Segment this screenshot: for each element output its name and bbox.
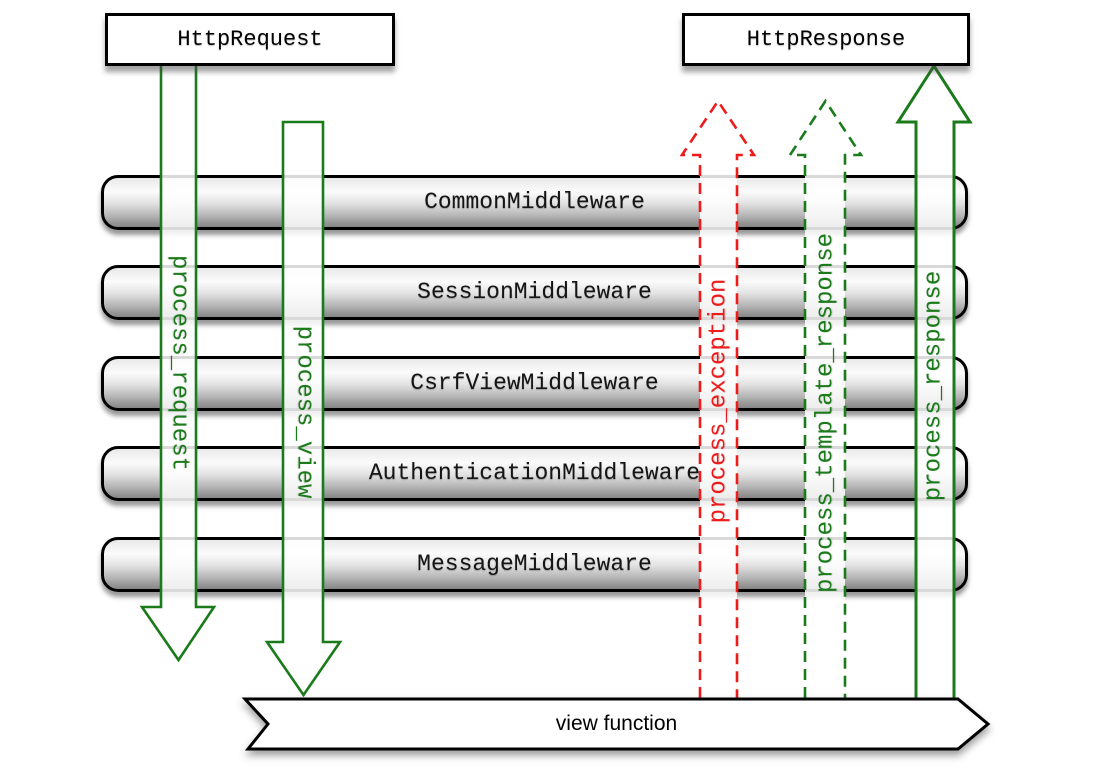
middleware-bar-label: SessionMiddleware — [417, 278, 652, 305]
process-exception-arrow — [679, 98, 757, 698]
view-function-label: view function — [555, 712, 678, 735]
process-request-arrow — [139, 62, 217, 663]
http-response-box: HttpResponse — [682, 13, 970, 66]
process-template-response-arrow — [787, 98, 864, 698]
middleware-bar-label: MessageMiddleware — [417, 550, 652, 577]
middleware-bar-label: AuthenticationMiddleware — [368, 459, 701, 486]
middleware-bar-label: CommonMiddleware — [424, 188, 645, 215]
process-response-arrow — [895, 63, 973, 698]
http-request-box: HttpRequest — [105, 13, 395, 66]
middleware-bar-label: CsrfViewMiddleware — [410, 369, 659, 396]
view-function-banner — [241, 697, 991, 751]
process-view-arrow — [264, 120, 343, 698]
